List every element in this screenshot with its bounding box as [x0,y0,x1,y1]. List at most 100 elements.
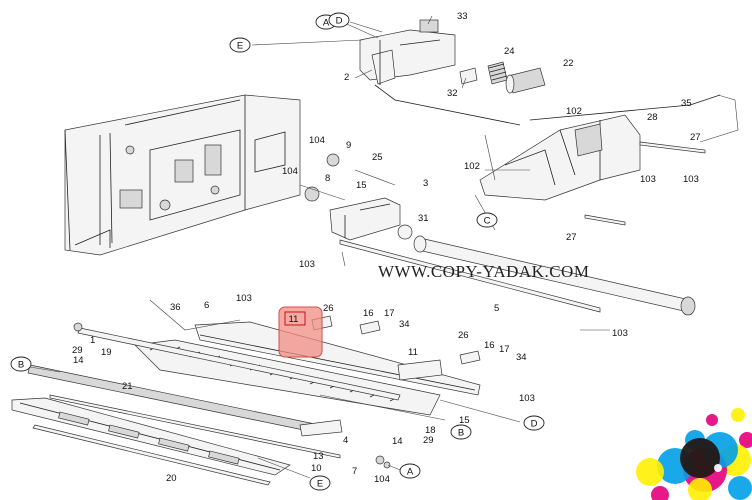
part-label[interactable]: 34 [516,352,527,363]
part-label[interactable]: 103 [640,174,656,185]
circled-letter-e: E [309,475,331,491]
part-label[interactable]: 10 [311,463,322,474]
circled-letter-text: B [458,428,464,439]
part-label[interactable]: 103 [519,393,535,404]
part-label[interactable]: 22 [563,58,574,69]
top-bracket [359,19,521,126]
watermark-text: WWW.COPY-YADAK.COM [378,262,589,281]
part-label[interactable]: 14 [73,355,84,366]
part-label[interactable]: 7 [352,466,357,477]
circled-letter-text: D [531,419,538,430]
part-label[interactable]: 103 [612,328,628,339]
logo-dot [706,414,718,426]
clip [459,67,478,85]
part-label[interactable]: 5 [494,303,499,314]
part-label[interactable]: 18 [425,425,436,436]
color-logo [636,408,752,500]
shaft-4 [49,394,341,459]
circled-letter-b: B [450,424,472,440]
lever [699,94,739,143]
screw-1 [73,322,83,332]
right-guide [479,94,721,201]
circled-letter-text: D [336,16,343,27]
part-label[interactable]: 16 [363,308,374,319]
circled-letter-text: E [317,479,323,490]
part-label[interactable]: 17 [384,308,395,319]
part-label[interactable]: 15 [459,415,470,426]
part-label[interactable]: 27 [566,232,577,243]
part-label[interactable]: 8 [325,173,330,184]
circled-letter-c: C [476,212,498,228]
screw-104 [383,461,391,469]
circled-letter-text: B [18,360,24,371]
part-label[interactable]: 16 [484,340,495,351]
circled-letter-text: A [407,467,414,478]
part-label[interactable]: 104 [374,474,390,485]
highlight-label-box [284,311,306,326]
part-label[interactable]: 29 [72,345,83,356]
part-label[interactable]: 1 [90,335,95,346]
part-label[interactable]: 13 [313,451,324,462]
circled-letter-e: E [229,37,251,53]
leader-lines [17,15,610,479]
logo-dot [636,458,664,486]
part-label[interactable]: 24 [504,46,515,57]
highlight-label[interactable]: 11 [289,314,299,325]
part-label[interactable]: 27 [690,132,701,143]
part-label[interactable]: 104 [309,135,325,146]
screw-7 [375,455,385,465]
pickup-roller [505,67,546,94]
part-label[interactable]: 32 [447,88,458,99]
circled-letter-b: B [10,356,32,372]
part-label[interactable]: 4 [343,435,348,446]
side-frame [64,94,301,256]
part-label[interactable]: 14 [392,436,403,447]
logo-dot [728,476,752,500]
logo-dot [739,432,752,448]
part-label[interactable]: 3 [423,178,428,189]
circled-letter-a: A [399,463,421,479]
bracket-11 [397,359,443,381]
part-label[interactable]: 35 [681,98,692,109]
long-plate [77,327,401,401]
bracket-18 [299,419,343,437]
logo-dot [714,464,722,472]
part-label[interactable]: 17 [499,344,510,355]
circled-letter-text: C [484,216,491,227]
part-label[interactable]: 2 [344,72,349,83]
part-label[interactable]: 103 [299,259,315,270]
part-label[interactable]: 103 [236,293,252,304]
part-label[interactable]: 25 [372,152,383,163]
part-label[interactable]: 20 [166,473,177,484]
part-label[interactable]: 102 [464,161,480,172]
logo-dot [731,408,745,422]
part-label[interactable]: 26 [323,303,334,314]
logo-dot [680,438,720,478]
part-label[interactable]: 6 [204,300,209,311]
part-label[interactable]: 29 [423,435,434,446]
part-label[interactable]: 11 [408,347,418,358]
logo-dot [651,486,669,500]
part-label[interactable]: 28 [647,112,658,123]
part-label[interactable]: 15 [356,180,367,191]
part-label[interactable]: 34 [399,319,410,330]
part-label[interactable]: 21 [122,381,133,392]
part-label[interactable]: 9 [346,140,351,151]
part-label[interactable]: 19 [101,347,112,358]
circled-letter-text: E [237,41,243,52]
part-label[interactable]: 36 [170,302,181,313]
highlighted-part[interactable] [278,306,323,358]
part-label[interactable]: 26 [458,330,469,341]
shaft-lower [584,214,626,226]
part-label[interactable]: 103 [683,174,699,185]
part-label[interactable]: 33 [457,11,468,22]
logo-dot [688,478,712,500]
circled-letter-d: D [523,415,545,431]
part-label[interactable]: 31 [418,213,429,224]
part-label[interactable]: 102 [566,106,582,117]
part-label[interactable]: 104 [282,166,298,177]
fuser-roller [339,235,696,316]
